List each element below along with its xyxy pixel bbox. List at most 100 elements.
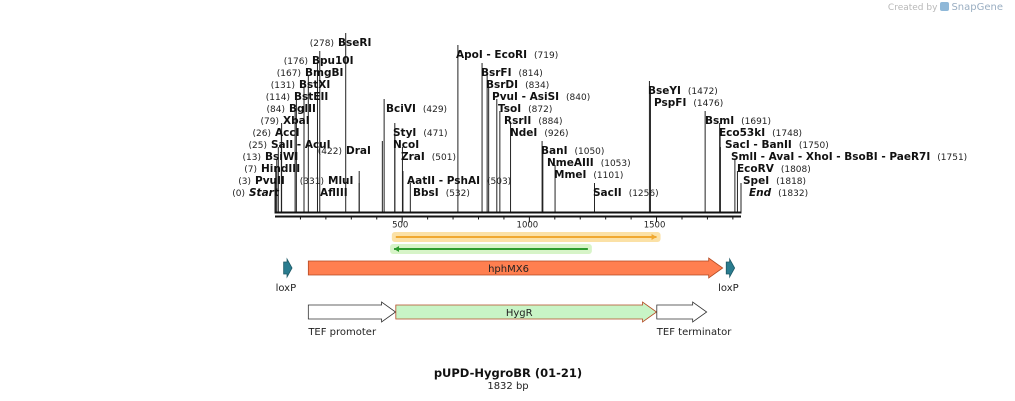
enzyme-site-eco53ki[interactable]: Eco53kI(1748) xyxy=(719,127,802,139)
enzyme-site-end[interactable]: End(1832) xyxy=(749,187,808,199)
feature-arrow-shape xyxy=(307,257,724,279)
enzyme-name: MluI xyxy=(328,175,353,187)
enzyme-site-start[interactable]: (0)Start xyxy=(232,187,280,199)
enzyme-site-mlui[interactable]: (331)MluI xyxy=(300,175,354,187)
enzyme-site-bbsi[interactable]: BbsI(532) xyxy=(413,187,470,199)
enzyme-site-bsmi[interactable]: BsmI(1691) xyxy=(705,115,771,127)
enzyme-site-bstxi[interactable]: (131)BstXI xyxy=(271,79,330,91)
enzyme-site-pvui-asisi[interactable]: PvuI - AsiSI(840) xyxy=(492,91,590,103)
enzyme-name: BstEII xyxy=(294,91,328,103)
enzyme-site-lines xyxy=(274,33,742,214)
feature-label: loxP xyxy=(276,283,297,294)
enzyme-site-sali-acui[interactable]: (25)SalI - AcuI xyxy=(249,139,331,151)
enzyme-name: SmlI - AvaI - XhoI - BsoBI - PaeR7I xyxy=(731,151,930,163)
feature-tef-terminator[interactable]: TEF terminator xyxy=(656,301,732,338)
enzyme-site-pspfi[interactable]: PspFI(1476) xyxy=(654,97,723,109)
enzyme-name: BseYI xyxy=(648,85,681,97)
enzyme-position: (1472) xyxy=(688,87,718,97)
enzyme-name: EcoRV xyxy=(737,163,775,175)
enzyme-position: (532) xyxy=(446,189,470,199)
feature-tef-promoter[interactable]: TEF promoter xyxy=(307,301,397,338)
enzyme-site-acci[interactable]: (26)AccI xyxy=(253,127,300,139)
enzyme-site-styi[interactable]: StyI(471) xyxy=(393,127,448,139)
enzyme-site-bglii[interactable]: (84) BglII xyxy=(267,103,316,115)
enzyme-site-bsiwi[interactable]: (13)BsiWI xyxy=(243,151,299,163)
enzyme-site-aatii-pshai[interactable]: AatII - PshAI(503) xyxy=(407,175,511,187)
enzyme-name: SpeI xyxy=(743,175,769,187)
enzyme-position: (926) xyxy=(544,129,568,139)
enzyme-name: StyI xyxy=(393,127,416,139)
enzyme-site-bsrdi[interactable]: BsrDI(834) xyxy=(486,79,549,91)
enzyme-name: ZraI xyxy=(401,151,425,163)
enzyme-position: (1750) xyxy=(799,141,829,151)
enzyme-site-nmeaiii[interactable]: NmeAIII(1053) xyxy=(547,157,631,169)
enzyme-site-ndei[interactable]: NdeI(926) xyxy=(510,127,569,139)
enzyme-site-rsrii[interactable]: RsrII (884) xyxy=(504,115,563,127)
enzyme-site-bmgbi[interactable]: (167)BmgBI xyxy=(277,67,344,79)
enzyme-position: (278) xyxy=(310,39,334,49)
enzyme-name: BsiWI xyxy=(265,151,298,163)
enzyme-name: RsrII xyxy=(504,115,531,127)
feature-loxp[interactable]: loxP xyxy=(276,257,297,294)
enzyme-position: (176) xyxy=(284,57,308,67)
orf-arrows xyxy=(390,232,661,254)
feature-label: TEF promoter xyxy=(307,327,377,338)
enzyme-position: (1101) xyxy=(593,171,623,181)
enzyme-name: BsrFI xyxy=(481,67,512,79)
enzyme-site-bani[interactable]: BanI(1050) xyxy=(541,145,604,157)
enzyme-site-sacii[interactable]: SacII (1256) xyxy=(593,187,659,199)
enzyme-site-smli-avai-xhoi-bsobi-paer7i[interactable]: SmlI - AvaI - XhoI - BsoBI - PaeR7I(1751… xyxy=(731,151,967,163)
enzyme-name: PspFI xyxy=(654,97,686,109)
enzyme-position: (1691) xyxy=(741,117,771,127)
sequence-length: 1832 bp xyxy=(487,381,528,392)
feature-loxp[interactable]: loxP xyxy=(718,257,739,294)
enzyme-site-afliii[interactable]: AflIII xyxy=(320,187,348,199)
enzyme-site-bseri[interactable]: (278)BseRI xyxy=(310,37,372,49)
enzyme-site-zrai[interactable]: ZraI(501) xyxy=(401,151,456,163)
enzyme-site-bseyi[interactable]: BseYI (1472) xyxy=(648,85,718,97)
enzyme-name: BglII xyxy=(289,103,316,115)
enzyme-site-ecorv[interactable]: EcoRV (1808) xyxy=(737,163,811,175)
enzyme-position: (1832) xyxy=(778,189,808,199)
enzyme-name: NcoI xyxy=(393,139,419,151)
enzyme-position: (1053) xyxy=(601,159,631,169)
enzyme-position: (1256) xyxy=(629,189,659,199)
enzyme-name: SacI - BanII xyxy=(725,139,792,151)
ruler-label: 1000 xyxy=(517,221,539,231)
enzyme-site-hindiii[interactable]: (7)HindIII xyxy=(244,163,300,175)
enzyme-position: (167) xyxy=(277,69,301,79)
enzyme-site-bpu10i[interactable]: (176)Bpu10I xyxy=(284,55,354,67)
feature-arrow-shape xyxy=(283,257,293,279)
enzyme-site-drai[interactable]: (422)DraI xyxy=(318,145,371,157)
enzyme-name: BstXI xyxy=(299,79,330,91)
enzyme-site-bsteii[interactable]: (114)BstEII xyxy=(266,91,328,103)
enzyme-site-apoi-ecori[interactable]: ApoI - EcoRI(719) xyxy=(456,49,558,61)
enzyme-site-pvuii[interactable]: (3)PvuII xyxy=(238,175,285,187)
feature-arrow-shape xyxy=(307,301,397,323)
feature-arrow-shape xyxy=(725,257,736,279)
feature-arrow-shape xyxy=(656,301,708,323)
enzyme-position: (1808) xyxy=(781,165,811,175)
enzyme-site-mmei[interactable]: MmeI(1101) xyxy=(554,169,623,181)
enzyme-position: (0) xyxy=(232,189,245,199)
enzyme-site-spei[interactable]: SpeI(1818) xyxy=(743,175,806,187)
enzyme-site-saci-banii[interactable]: SacI - BanII (1750) xyxy=(725,139,829,151)
feature-label: HygR xyxy=(506,308,533,319)
enzyme-name: ApoI - EcoRI xyxy=(456,49,527,61)
enzyme-position: (834) xyxy=(525,81,549,91)
enzyme-site-bsrfi[interactable]: BsrFI(814) xyxy=(481,67,543,79)
enzyme-site-bcivi[interactable]: BciVI(429) xyxy=(386,103,447,115)
enzyme-position: (884) xyxy=(538,117,562,127)
enzyme-site-tsoi[interactable]: TsoI(872) xyxy=(498,103,552,115)
enzyme-name: SacII xyxy=(593,187,622,199)
enzyme-name: AatII - PshAI xyxy=(407,175,480,187)
enzyme-site-ncoi[interactable]: NcoI xyxy=(393,139,419,151)
enzyme-position: (84) xyxy=(267,105,285,115)
feature-hphmx6[interactable]: hphMX6 xyxy=(307,257,724,279)
feature-label: TEF terminator xyxy=(656,327,732,338)
enzyme-position: (840) xyxy=(566,93,590,103)
feature-hygr[interactable]: HygR xyxy=(395,301,658,323)
enzyme-position: (7) xyxy=(244,165,257,175)
enzyme-site-xbai[interactable]: (79)XbaI xyxy=(261,115,310,127)
